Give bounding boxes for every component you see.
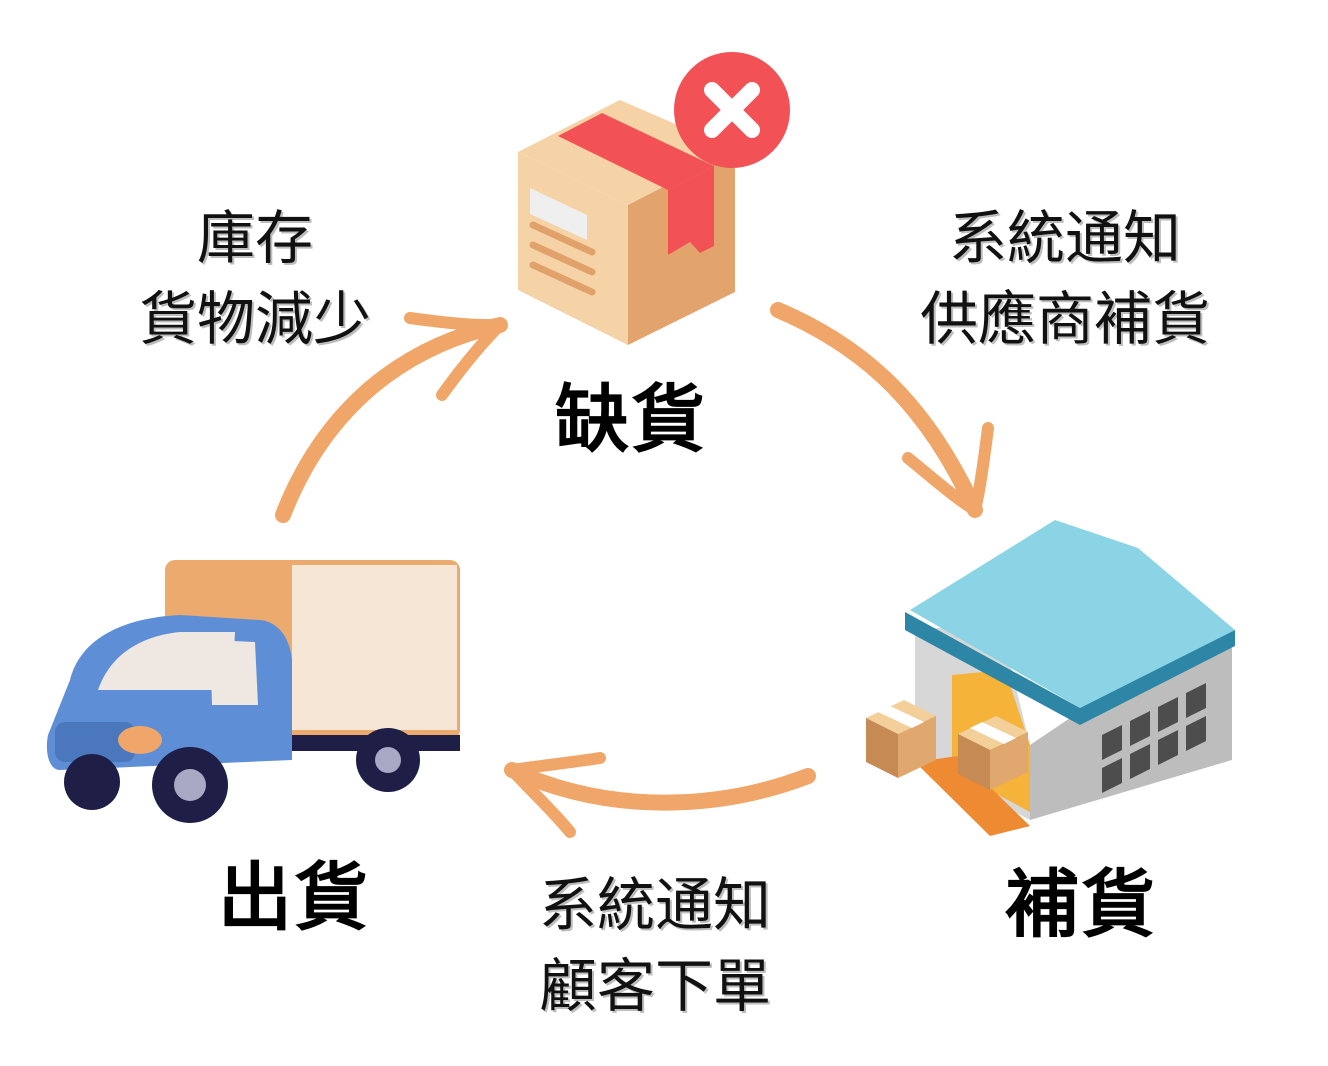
- node-label-restock: 補貨: [1005, 862, 1157, 948]
- box-with-x-icon: [518, 52, 790, 345]
- arrow-restock-to-shipment: [504, 752, 816, 838]
- node-label-shipment: 出貨: [218, 855, 370, 941]
- edge-label-stock-decrease: 庫存 貨物減少: [115, 198, 395, 360]
- edge-label-line: 供應商補貨: [919, 285, 1210, 354]
- edge-label-line: 系統通知: [948, 204, 1181, 272]
- edge-label-line: 貨物減少: [138, 285, 371, 354]
- delivery-truck-icon: [46, 560, 460, 823]
- node-label-shortage: 缺貨: [555, 377, 707, 463]
- edge-label-line: 顧客下單: [538, 952, 771, 1021]
- arrow-shipment-to-shortage: [275, 312, 508, 523]
- edge-label-line: 庫存: [196, 204, 313, 272]
- arrow-shortage-to-restock: [770, 302, 994, 518]
- warehouse-icon: [866, 520, 1235, 836]
- edge-label-customer-order: 系統通知 顧客下單: [510, 865, 800, 1027]
- edge-label-line: 系統通知: [538, 871, 771, 939]
- edge-label-supplier-restock: 系統通知 供應商補貨: [895, 198, 1235, 360]
